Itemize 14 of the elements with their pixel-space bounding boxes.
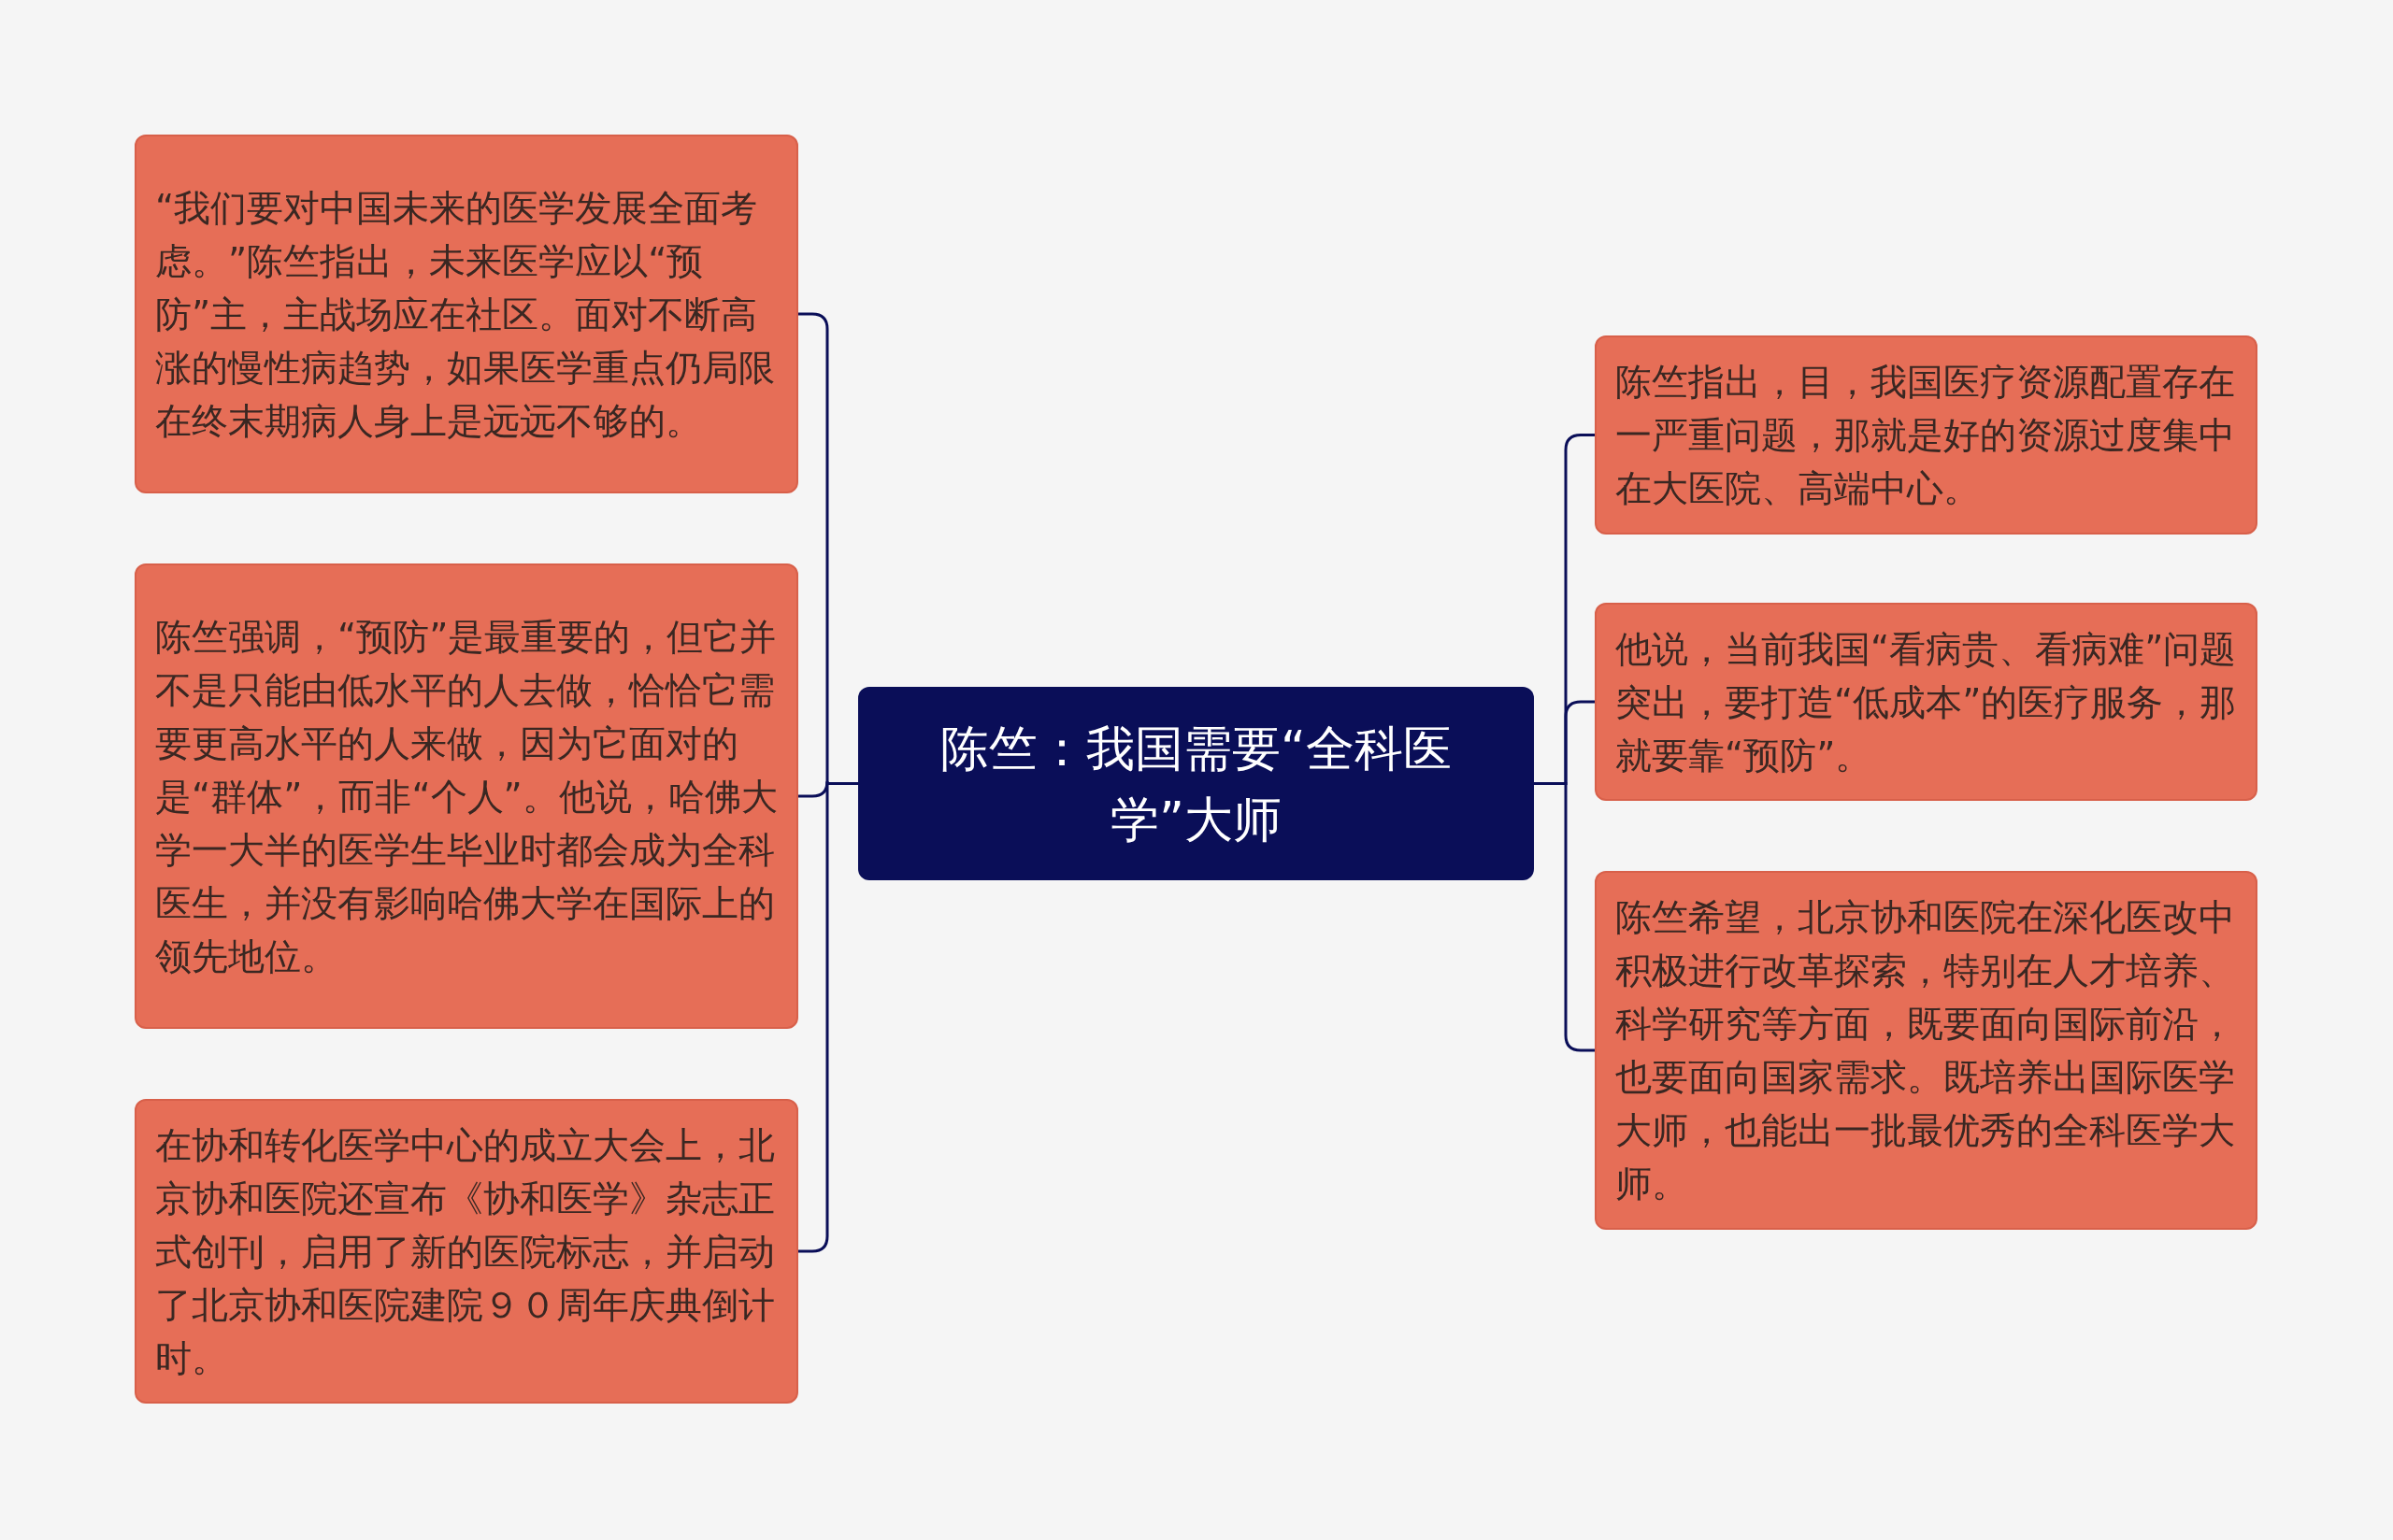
- body-text: 陈竺希望，北京协和医院在深化医改中积极进行改革探索，特别在人才培养、科学研究等方面，既要面向国际前沿，也要面向国家需求。既培养出国际医学大师，也能出一批最优秀的全科医学大师。: [1615, 895, 2236, 1206]
- topic-text: 陈竺：我国需要“全科医学”大师: [939, 719, 1453, 849]
- text-box: [1595, 335, 2257, 535]
- text-box: [135, 563, 798, 1029]
- text-box: [1595, 603, 2257, 801]
- body-text: 他说，当前我国“看病贵、看病难”问题突出，要打造“低成本”的医疗服务，那就要靠“预防”。: [1615, 626, 2237, 778]
- text-box: [1595, 871, 2257, 1230]
- text-box: [135, 1099, 798, 1404]
- body-text: 陈竺指出，目，我国医疗资源配置存在一严重问题，那就是好的资源过度集中在大医院、高端中心。: [1615, 360, 2236, 511]
- body-text: 陈竺强调，“预防”是最重要的，但它并不是只能由低水平的人去做，恰恰它需要更高水平的人来做，因为它面对的是“群体”，而非“个人”。他说，哈佛大学一大半的医学生毕业时都会成为全科医生，并没有影响哈佛大学在国际上的领先地位。: [155, 614, 778, 979]
- body-text: “我们要对中国未来的医学发展全面考虑。”陈竺指出，未来医学应以“预防”主，主战场应在社区。面对不断高涨的慢性病趋势，如果医学重点仍局限在终末期病人身上是远远不够的。: [155, 185, 776, 444]
- body-text: 在协和转化医学中心的成立大会上，北京协和医院还宣布《协和医学》杂志正式创刊，启用了新的医院标志，并启动了北京协和医院建院９０周年庆典倒计时。: [155, 1122, 776, 1381]
- topic-box: [858, 687, 1534, 880]
- text-box: [135, 135, 798, 493]
